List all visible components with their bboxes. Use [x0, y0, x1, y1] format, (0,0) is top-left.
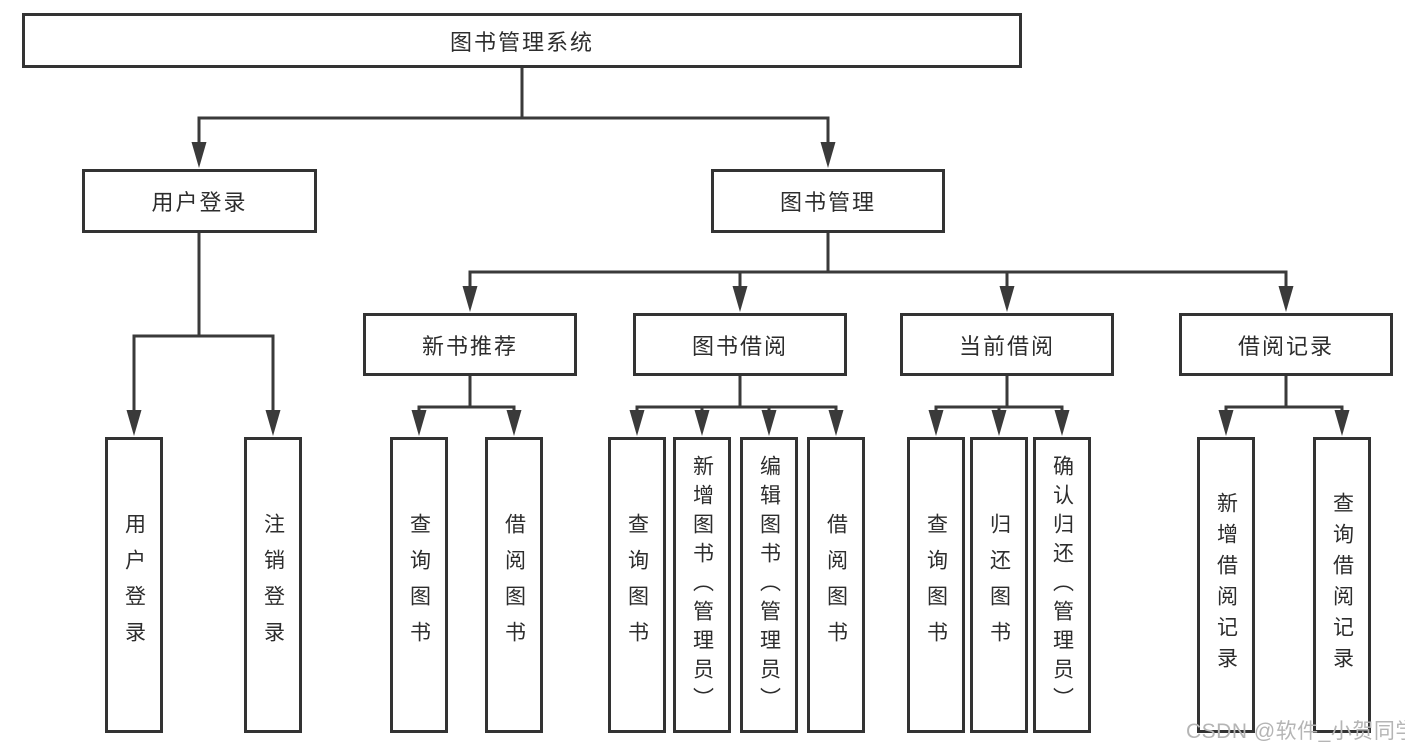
leaf-borrowing-query-book: 查询图书	[608, 437, 666, 733]
leaf-borrowing-borrow-book: 借阅图书	[807, 437, 865, 733]
node-book-borrowing: 图书借阅	[633, 313, 847, 376]
leaf-newrec-query-book: 查询图书	[390, 437, 448, 733]
node-book-management: 图书管理	[711, 169, 945, 233]
node-borrowing-records: 借阅记录	[1179, 313, 1393, 376]
leaf-newrec-borrow-book: 借阅图书	[485, 437, 543, 733]
node-user-login: 用户登录	[82, 169, 317, 233]
leaf-current-confirm-return-admin: 确认归还（管理员）	[1033, 437, 1091, 733]
arrowheads	[126, 142, 1350, 436]
leaf-records-query-borrow-record: 查询借阅记录	[1313, 437, 1371, 733]
leaf-borrowing-add-book-admin: 新增图书（管理员）	[673, 437, 731, 733]
node-new-book-recommend: 新书推荐	[363, 313, 577, 376]
node-library-system: 图书管理系统	[22, 13, 1022, 68]
csdn-watermark: CSDN @软件_小贺同学	[1186, 720, 1405, 743]
leaf-logout-login: 注销登录	[244, 437, 302, 733]
leaf-borrowing-edit-book-admin: 编辑图书（管理员）	[740, 437, 798, 733]
leaf-current-query-book: 查询图书	[907, 437, 965, 733]
leaf-records-add-borrow-record: 新增借阅记录	[1197, 437, 1255, 733]
leaf-user-login: 用户登录	[105, 437, 163, 733]
node-current-borrowing: 当前借阅	[900, 313, 1114, 376]
leaf-current-return-book: 归还图书	[970, 437, 1028, 733]
